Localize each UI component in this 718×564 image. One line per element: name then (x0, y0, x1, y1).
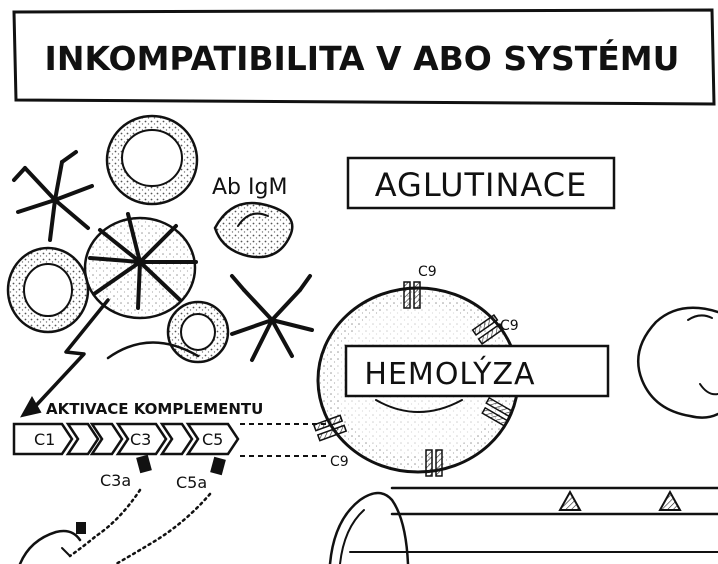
c5a-label: C5a (176, 473, 207, 492)
c1-label: C1 (34, 430, 55, 449)
rbc-lower (166, 300, 230, 364)
activation-arrow (20, 298, 110, 418)
c9-right-label: C9 (500, 318, 519, 334)
c3-label: C3 (130, 430, 151, 449)
igm-antibody-top-left (12, 150, 94, 242)
mac-pore-bottom (425, 449, 443, 477)
blood-vessel (328, 486, 718, 564)
c9-left-label: C9 (330, 454, 349, 470)
agglutination-box: AGLUTINACE (346, 156, 616, 210)
organ-outline (636, 306, 718, 419)
igm-antibody-right (230, 274, 314, 362)
antibody-label: Ab IgM (212, 175, 287, 200)
igm-antibody-center (88, 212, 198, 310)
mac-pore-right (481, 396, 513, 428)
hemolysis-box: HEMOLÝZA (344, 344, 610, 398)
title-box: INKOMPATIBILITA V ABO SYSTÉMU (12, 8, 716, 106)
rbc-top (105, 114, 199, 206)
rbc-left (6, 246, 90, 334)
c5-label: C5 (202, 430, 223, 449)
c3a-fragment: C3a (68, 454, 152, 558)
c3a-label: C3a (100, 471, 131, 490)
rbc-bottom (106, 341, 200, 360)
receptor-cell (18, 522, 86, 564)
c9-top-label: C9 (418, 264, 437, 280)
rbc-cluster (6, 114, 294, 364)
mac-pore-top: C9 (403, 264, 437, 309)
rbc-right (213, 201, 294, 259)
page-title: INKOMPATIBILITA V ABO SYSTÉMU (45, 38, 680, 78)
mac-pore-right-top: C9 (471, 314, 519, 345)
agglutination-label: AGLUTINACE (375, 166, 588, 204)
c5a-fragment: C5a (114, 456, 226, 564)
complement-activation-label: AKTIVACE KOMPLEMENTU (46, 400, 263, 418)
hemolysis-label: HEMOLÝZA (364, 356, 535, 392)
complement-cascade: C1 C3 C5 (12, 422, 240, 456)
mac-pore-left: C9 (312, 414, 349, 470)
